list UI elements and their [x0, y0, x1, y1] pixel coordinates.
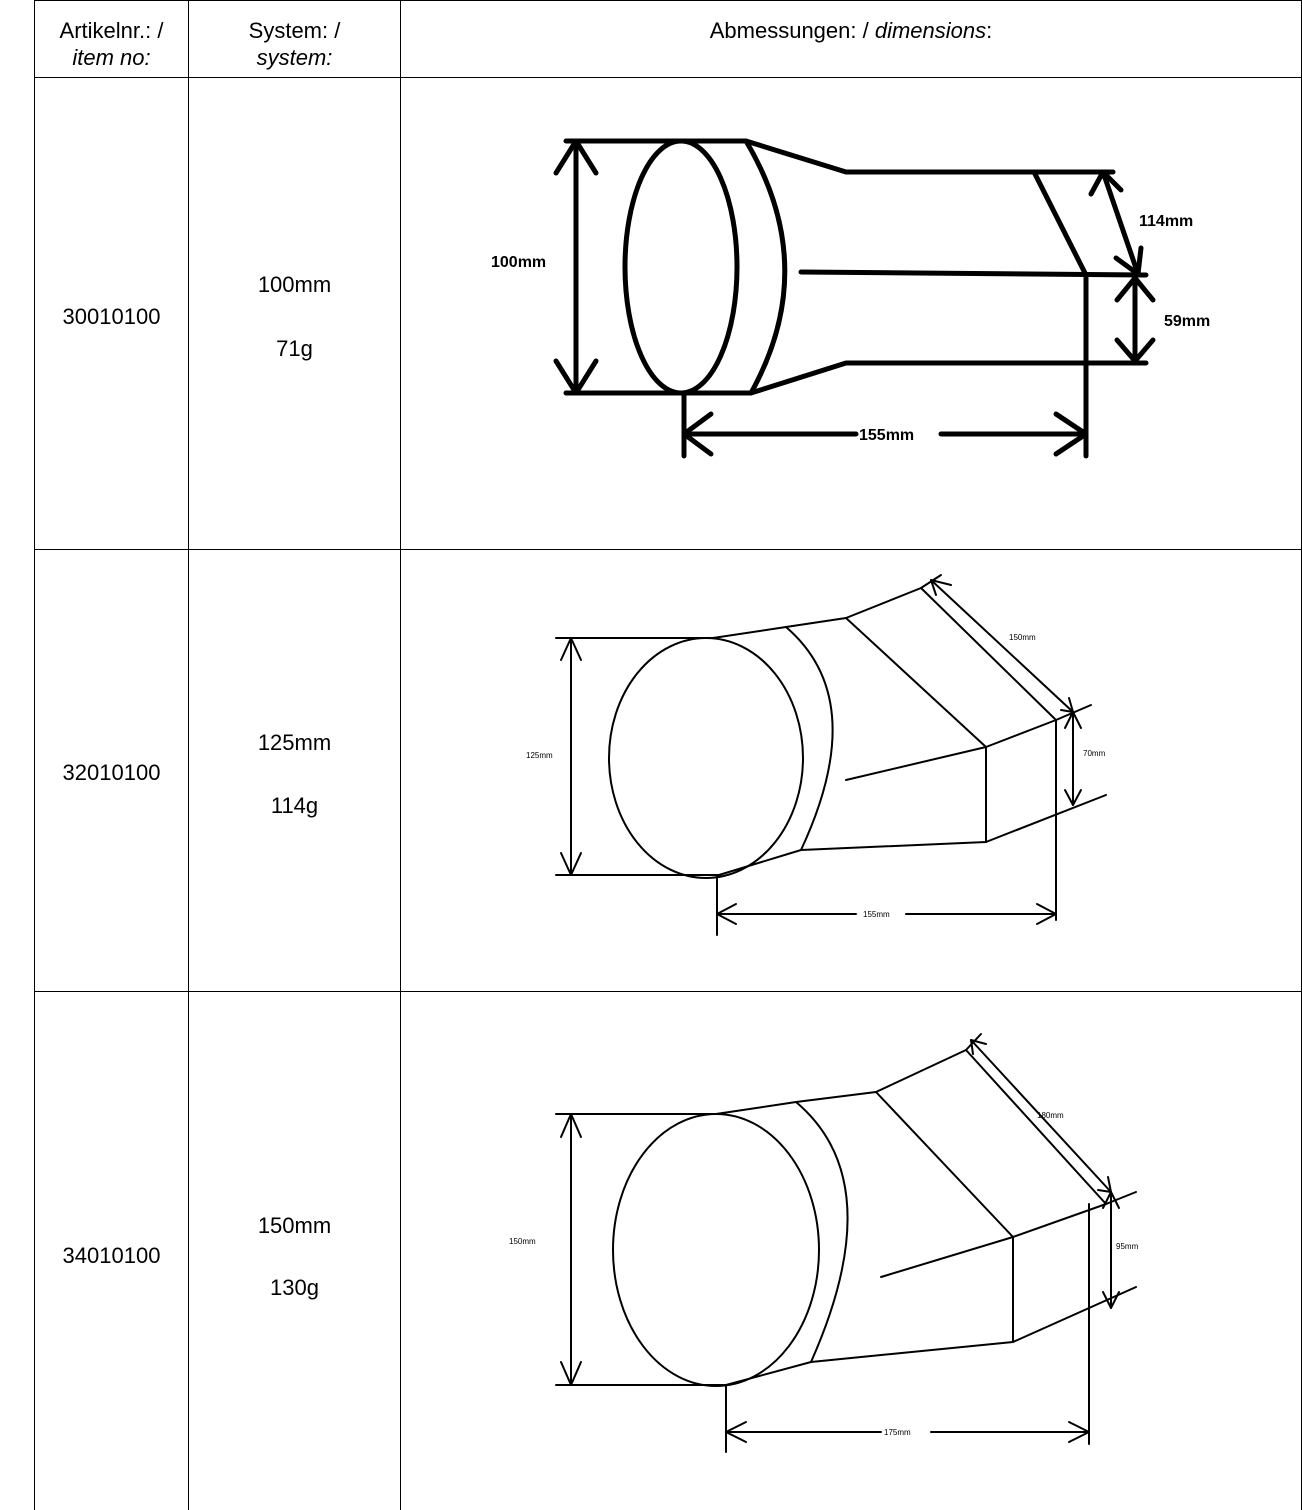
- header-dimensions-colon: :: [986, 18, 993, 43]
- table-border-top: [34, 0, 1302, 1]
- row-1-dim-width: 114mm: [1139, 213, 1193, 230]
- row-2-dim-diameter: 125mm: [526, 751, 553, 760]
- header-item-no: Artikelnr.: / item no:: [35, 17, 188, 71]
- row-2-item-no: 32010100: [62, 760, 161, 785]
- row-3-dim-length: 175mm: [884, 1428, 911, 1437]
- row-1-dim-diameter: 100mm: [491, 254, 546, 271]
- row-1-dim-height: 59mm: [1164, 313, 1210, 330]
- row-3-dim-width: 180mm: [1037, 1111, 1064, 1120]
- row-2-dim-height: 70mm: [1083, 749, 1106, 758]
- row-2-system: 125mm: [257, 730, 332, 755]
- row-2-dimension-drawing: 125mm 155mm 150mm 70mm: [526, 574, 1107, 936]
- row-3-system: 150mm: [257, 1213, 332, 1238]
- row-1-weight: 71g: [276, 336, 313, 361]
- header-system-en: system:: [256, 45, 333, 70]
- header-dimensions-de: Abmessungen: /: [709, 18, 875, 43]
- column-divider-2: [400, 0, 401, 1510]
- row-divider-1: [34, 549, 1302, 550]
- row-3-dimension-drawing: 150mm 175mm 180mm 95mm: [509, 1033, 1139, 1453]
- header-dimensions-en: dimensions: [874, 18, 987, 43]
- header-item-no-en: item no:: [72, 45, 151, 70]
- header-item-no-de: Artikelnr.: /: [59, 18, 164, 43]
- row-1-item-no: 30010100: [62, 304, 161, 329]
- header-system: System: / system:: [189, 17, 400, 71]
- row-2-weight: 114g: [270, 793, 319, 818]
- row-3-item-no: 34010100: [62, 1243, 161, 1268]
- row-1-dimension-drawing: 100mm 155mm 114mm 59mm: [491, 138, 1210, 459]
- row-divider-header: [34, 77, 1302, 78]
- column-divider-1: [188, 0, 189, 1510]
- header-system-de: System: /: [248, 18, 341, 43]
- header-dimensions: Abmessungen: / dimensions:: [401, 17, 1301, 44]
- row-3-dim-diameter: 150mm: [509, 1237, 536, 1246]
- row-3-dim-height: 95mm: [1116, 1242, 1139, 1251]
- row-2-dim-length: 155mm: [863, 910, 890, 919]
- row-3-weight: 130g: [270, 1275, 319, 1300]
- row-divider-2: [34, 991, 1302, 992]
- row-2-dim-width: 150mm: [1009, 633, 1036, 642]
- table-border-left: [34, 0, 35, 1510]
- row-1-system: 100mm: [257, 272, 332, 297]
- row-1-dim-length: 155mm: [859, 427, 914, 444]
